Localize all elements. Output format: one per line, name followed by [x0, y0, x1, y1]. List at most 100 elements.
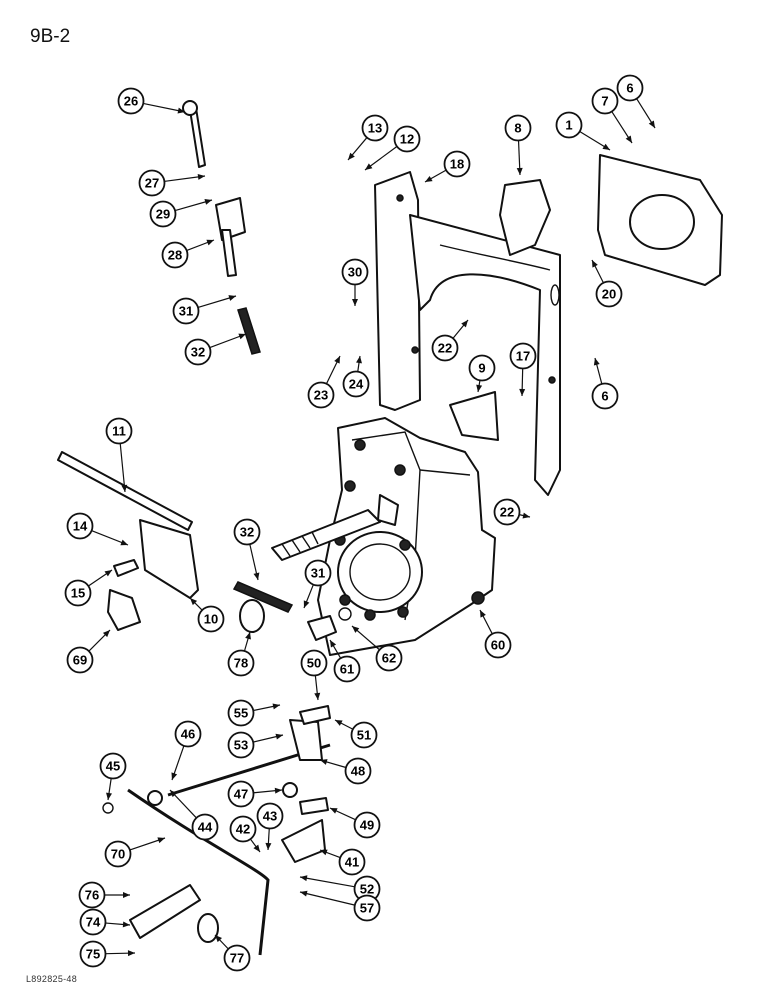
- callout-arrowhead: [215, 935, 223, 943]
- callout-15: 15: [64, 569, 113, 607]
- callout-bubble: [350, 721, 378, 749]
- callout-number: 10: [204, 612, 218, 627]
- callout-number: 69: [73, 653, 87, 668]
- callout-number: 57: [360, 901, 374, 916]
- callout-number: 23: [314, 388, 328, 403]
- callout-74: 74: [79, 908, 131, 936]
- callout-bubble: [66, 512, 94, 540]
- callout-arrowhead: [519, 388, 526, 396]
- callout-44: 44: [169, 789, 219, 841]
- callout-arrowhead: [335, 720, 343, 726]
- callout-arrowhead: [106, 792, 112, 800]
- callout-77: 77: [214, 934, 251, 972]
- callout-number: 6: [626, 81, 633, 96]
- callout-leader: [143, 103, 186, 113]
- callout-51: 51: [334, 719, 378, 749]
- callout-52: 52: [299, 875, 381, 903]
- callout-number: 8: [514, 121, 521, 136]
- callout-20: 20: [591, 259, 623, 308]
- callout-arrowhead: [300, 890, 308, 897]
- callout-number: 28: [168, 248, 182, 263]
- callout-number: 26: [124, 94, 138, 109]
- callout-arrowhead: [522, 512, 530, 519]
- callout-number: 42: [236, 822, 250, 837]
- callout-6: 6: [591, 357, 619, 410]
- wedge-plate: [449, 391, 499, 441]
- callout-bubble: [307, 381, 335, 409]
- callout-bubble: [197, 605, 225, 633]
- callout-arrowhead: [228, 295, 236, 301]
- callout-number: 61: [340, 662, 354, 677]
- callout-bubble: [555, 111, 583, 139]
- callout-number: 70: [111, 847, 125, 862]
- callout-arrowhead: [330, 808, 338, 814]
- callout-number: 49: [360, 818, 374, 833]
- callout-number: 24: [349, 377, 364, 392]
- callout-arrowhead: [593, 358, 600, 366]
- callout-70: 70: [104, 837, 166, 868]
- callout-bubble: [105, 417, 133, 445]
- callout-number: 43: [263, 809, 277, 824]
- callout-27: 27: [138, 169, 206, 197]
- lower-lever: [289, 719, 323, 761]
- callout-bubble: [338, 848, 366, 876]
- callout-29: 29: [149, 199, 213, 228]
- callout-30: 30: [341, 258, 369, 306]
- callout-number: 22: [500, 505, 514, 520]
- callout-number: 30: [348, 265, 362, 280]
- callout-bubble: [223, 944, 251, 972]
- callout-28: 28: [161, 239, 215, 269]
- callout-26: 26: [117, 87, 186, 115]
- callout-bubble: [227, 731, 255, 759]
- page-number: 9B-2: [30, 26, 71, 47]
- callout-arrowhead: [122, 921, 130, 928]
- callout-number: 31: [311, 566, 325, 581]
- callout-arrowhead: [330, 640, 337, 648]
- callout-number: 14: [73, 519, 88, 534]
- callout-69: 69: [66, 629, 111, 674]
- callout-22: 22: [493, 498, 531, 526]
- callout-number: 31: [179, 304, 193, 319]
- callout-arrowhead: [275, 733, 283, 740]
- callout-number: 46: [181, 727, 195, 742]
- callout-arrowhead: [625, 135, 632, 143]
- lever-pin: [221, 229, 237, 277]
- callout-arrowhead: [127, 950, 135, 957]
- callout-bubble: [227, 780, 255, 808]
- callout-bubble: [117, 87, 145, 115]
- callout-bubble: [174, 720, 202, 748]
- callout-bubble: [256, 802, 284, 830]
- mounting-frame: [374, 171, 561, 496]
- callout-number: 20: [602, 287, 616, 302]
- callout-arrowhead: [365, 163, 373, 170]
- callout-41: 41: [319, 848, 366, 876]
- callout-leader: [299, 891, 355, 906]
- callout-arrowhead: [425, 175, 433, 182]
- callout-45: 45: [99, 752, 127, 801]
- eye-bolt-shank: [189, 107, 206, 168]
- callout-bubble: [300, 649, 328, 677]
- callout-bubble: [341, 258, 369, 286]
- bracket: [499, 179, 551, 256]
- callout-bubble: [353, 811, 381, 839]
- callout-arrowhead: [272, 703, 280, 710]
- callout-13: 13: [347, 114, 389, 161]
- callout-number: 18: [450, 157, 464, 172]
- callout-bubble: [99, 752, 127, 780]
- callout-number: 15: [71, 586, 85, 601]
- callout-number: 45: [106, 759, 120, 774]
- callout-arrowhead: [253, 844, 260, 852]
- callout-23: 23: [307, 355, 341, 409]
- callout-53: 53: [227, 731, 284, 759]
- gearbox-housing: [317, 417, 496, 656]
- callout-number: 77: [230, 951, 244, 966]
- callout-bubble: [161, 241, 189, 269]
- callout-bubble: [616, 74, 644, 102]
- callout-arrowhead: [157, 837, 165, 844]
- callout-arrowhead: [356, 356, 362, 364]
- flat-washer: [147, 790, 163, 806]
- callout-bubble: [353, 894, 381, 922]
- callout-bubble: [149, 200, 177, 228]
- callout-number: 13: [368, 121, 382, 136]
